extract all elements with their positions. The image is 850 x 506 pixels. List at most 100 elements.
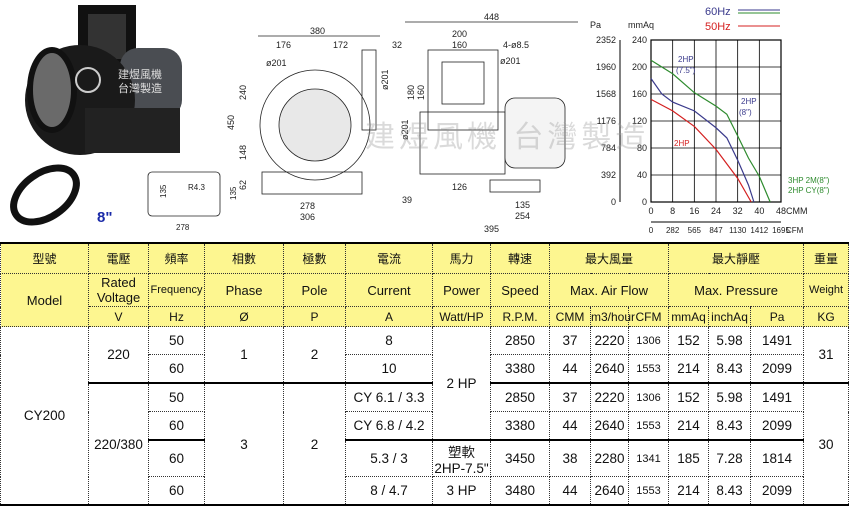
cfm-tick-label: 565 <box>688 226 702 235</box>
mmaq-cell: 152 <box>668 382 710 412</box>
m3-cell: 2220 <box>590 382 629 412</box>
table-row: 220/380 50 3 2 CY 6.1 / 3.3 2850 37 2220… <box>1 382 850 506</box>
pa-cell: 1491 <box>750 326 805 355</box>
cmm-cell: 44 <box>549 476 591 506</box>
header-cell: Rated Voltage <box>88 273 149 307</box>
pa-tick-label: 1960 <box>596 62 616 72</box>
unit-cell: CFM <box>627 306 670 327</box>
mmaq-tick-label: 80 <box>637 143 647 153</box>
chart-annotation: (7.5") <box>676 66 696 75</box>
cmm-cell: 38 <box>549 439 591 477</box>
product-drawings: 建煜風機 台灣製造 8" 135 R4.3 135 278 380 176 17… <box>10 5 830 235</box>
y-left-label: Pa <box>590 20 601 30</box>
header-row-chinese: 型號 電壓 頻率 相數 極數 電流 馬力 轉速 最大風量 最大靜壓 重量 <box>0 242 850 274</box>
svg-text:ø201: ø201 <box>380 69 390 90</box>
cfm-cell: 1306 <box>627 326 670 355</box>
power-cell: 塑軟2HP-7.5" <box>432 439 491 477</box>
cmm-cell: 44 <box>549 354 591 384</box>
svg-text:ø201: ø201 <box>400 119 410 140</box>
voltage-cell: 220 <box>88 326 149 384</box>
pa-cell: 2099 <box>750 354 805 384</box>
pole-cell: 2 <box>283 326 346 384</box>
photo-watermark: 台灣製造 <box>118 81 162 95</box>
chart-annotation: 2HP <box>678 55 694 64</box>
photo-watermark: 建煜風機 <box>118 67 162 81</box>
header-cell: Pole <box>283 273 346 307</box>
svg-text:135: 135 <box>229 186 238 200</box>
m3-cell: 2280 <box>590 439 629 477</box>
current-cell: 10 <box>345 354 433 384</box>
svg-text:62: 62 <box>238 180 248 190</box>
svg-text:200: 200 <box>452 29 467 39</box>
x-label: CMM <box>786 206 808 216</box>
header-cell: Phase <box>204 273 284 307</box>
header-cell: Max. Air Flow <box>548 273 670 307</box>
svg-text:135: 135 <box>515 200 530 210</box>
unit-cell: Hz <box>148 306 205 327</box>
blower-photo: 建煜風機 台灣製造 <box>25 5 182 155</box>
header-cell: 電流 <box>345 242 433 274</box>
svg-text:180: 180 <box>406 85 416 100</box>
chart-annotation: (8") <box>739 108 752 117</box>
header-cell: 最大風量 <box>548 242 670 274</box>
hz-cell: 60 <box>148 476 205 506</box>
mmaq-cell: 214 <box>668 476 710 506</box>
pa-tick-label: 2352 <box>596 35 616 45</box>
cfm-tick-label: 1695 <box>772 226 790 235</box>
cfm-tick-label: 1130 <box>729 226 747 235</box>
pa-tick-label: 0 <box>611 197 616 207</box>
table-row: 60 5.3 / 3 塑軟2HP-7.5" 3450 38 2280 1341 … <box>1 439 849 477</box>
current-cell: 8 / 4.7 <box>345 476 433 506</box>
cfm-cell: 1553 <box>627 476 670 506</box>
svg-text:135: 135 <box>159 184 168 198</box>
mmaq-tick-label: 240 <box>632 35 647 45</box>
y-right-label: mmAq <box>628 20 654 30</box>
svg-text:39: 39 <box>402 195 412 205</box>
header-cell: 轉速 <box>490 242 550 274</box>
rpm-cell: 3380 <box>490 354 550 384</box>
hz-cell: 60 <box>148 439 205 477</box>
unit-cell: mmAq <box>668 306 710 327</box>
header-cell: Speed <box>490 273 550 307</box>
current-cell: CY 6.8 / 4.2 <box>345 411 433 441</box>
cmm-cell: 44 <box>549 411 591 441</box>
power-cell: 3 HP <box>432 476 491 506</box>
cmm-tick-label: 40 <box>754 206 764 216</box>
phase-cell: 1 <box>204 326 284 384</box>
size-label: 8" <box>97 209 112 226</box>
inchaq-cell: 7.28 <box>708 439 752 477</box>
pa-tick-label: 1568 <box>596 89 616 99</box>
header-cell: 型號 <box>0 242 89 274</box>
svg-text:R4.3: R4.3 <box>188 183 205 192</box>
weight-cell: 31 <box>803 326 850 384</box>
table-row: 60 10 3380 44 2640 1553 214 8.43 2099 <box>1 354 849 384</box>
series-line-1 <box>650 78 755 203</box>
header-cell: 頻率 <box>148 242 205 274</box>
header-cell: Current <box>345 273 433 307</box>
base-drawing: 135 R4.3 135 278 <box>147 171 238 232</box>
unit-cell: Watt/HP <box>432 306 491 327</box>
hz-cell: 60 <box>148 354 205 384</box>
svg-text:32: 32 <box>392 40 402 50</box>
header-cell: 重量 <box>803 242 850 274</box>
pa-tick-label: 392 <box>601 170 616 180</box>
spec-table: 型號 電壓 頻率 相數 極數 電流 馬力 轉速 最大風量 最大靜壓 重量 Mod… <box>0 242 850 506</box>
chart-annotation: 2HP CY(8") <box>788 186 830 195</box>
rpm-cell: 2850 <box>490 382 550 412</box>
model-cell: CY200 <box>0 326 89 506</box>
pa-tick-label: 784 <box>601 143 616 153</box>
cfm-tick-label: 282 <box>666 226 680 235</box>
svg-text:380: 380 <box>310 26 325 36</box>
header-cell: 馬力 <box>432 242 491 274</box>
current-cell: CY 6.1 / 3.3 <box>345 382 433 412</box>
m3-cell: 2640 <box>590 476 629 506</box>
side-view-drawing: 448 200 160 4-ø8.5 ø201 180 160 ø201 39 … <box>400 12 578 234</box>
inlet-ring-photo <box>10 164 80 226</box>
pa-cell: 2099 <box>750 411 805 441</box>
svg-text:148: 148 <box>238 145 248 160</box>
weight-cell: 30 <box>803 382 850 506</box>
pole-cell: 2 <box>283 382 346 506</box>
svg-text:160: 160 <box>416 85 426 100</box>
cmm-cell: 37 <box>549 326 591 355</box>
svg-text:278: 278 <box>300 201 315 211</box>
